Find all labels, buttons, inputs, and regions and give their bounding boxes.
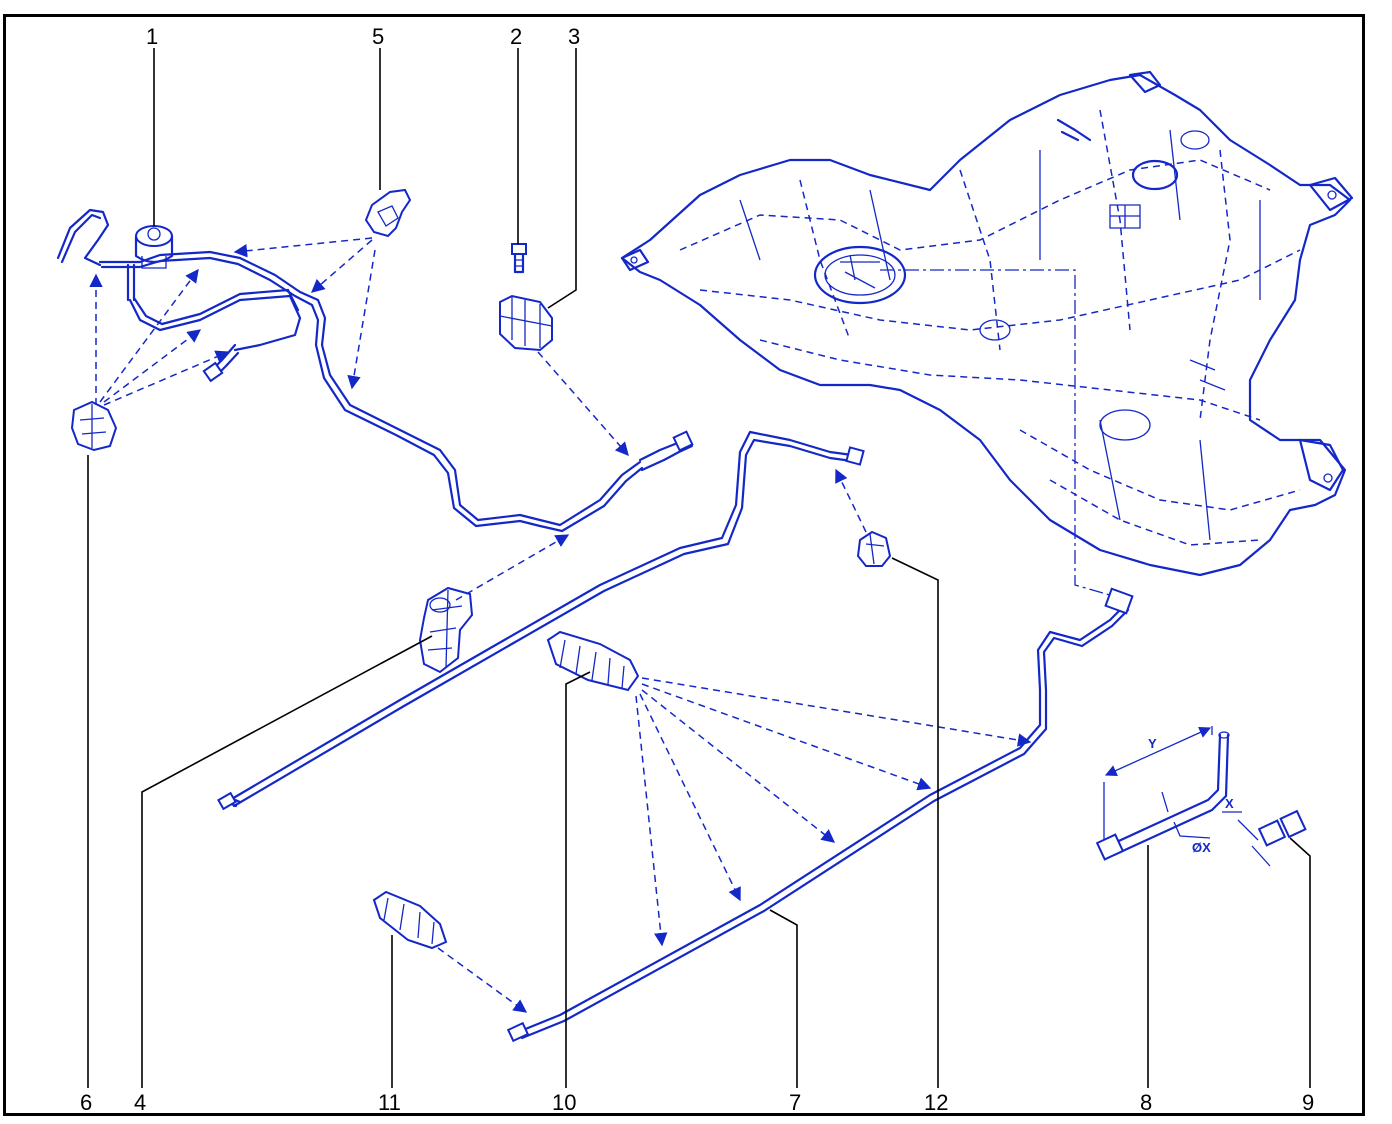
clip-part-4 bbox=[418, 586, 474, 674]
clip-part-5 bbox=[364, 188, 412, 238]
callout-3: 3 bbox=[568, 24, 580, 49]
clip-part-10 bbox=[546, 630, 640, 692]
dimension-diameter-label: ØX bbox=[1192, 840, 1211, 855]
callout-5: 5 bbox=[372, 24, 384, 49]
callout-7: 7 bbox=[789, 1090, 801, 1115]
pressure-valve-part-1 bbox=[134, 225, 174, 269]
callout-6: 6 bbox=[80, 1090, 92, 1115]
callout-9: 9 bbox=[1302, 1090, 1314, 1115]
pump-outlet-reference-line bbox=[880, 269, 1111, 596]
fuel-line-part-7 bbox=[506, 587, 1134, 1043]
fuel-line-part-4 bbox=[217, 430, 865, 811]
callout-10: 10 bbox=[552, 1090, 576, 1115]
assembly-arrows bbox=[89, 237, 1032, 1013]
diagram-frame bbox=[3, 14, 1365, 1116]
callout-12: 12 bbox=[924, 1090, 948, 1115]
bracket-part-3 bbox=[499, 294, 553, 352]
callout-1: 1 bbox=[146, 24, 158, 49]
dimension-y-label: Y bbox=[1148, 736, 1157, 751]
fuel-tank bbox=[620, 70, 1354, 577]
pipe-part-8: Y ØX bbox=[1095, 726, 1230, 861]
fitting-part-9: X bbox=[1222, 796, 1307, 867]
callout-4: 4 bbox=[134, 1090, 146, 1115]
clip-part-6 bbox=[70, 400, 118, 452]
callout-8: 8 bbox=[1140, 1090, 1152, 1115]
dimension-x-label: X bbox=[1225, 796, 1234, 811]
leader-lines bbox=[87, 48, 1311, 1088]
clip-part-11 bbox=[372, 890, 448, 950]
callout-2: 2 bbox=[510, 24, 522, 49]
vapour-line-assembly bbox=[56, 208, 694, 533]
bolt-part-2 bbox=[511, 243, 527, 274]
callout-11: 11 bbox=[378, 1090, 401, 1115]
clip-part-12 bbox=[856, 530, 892, 567]
